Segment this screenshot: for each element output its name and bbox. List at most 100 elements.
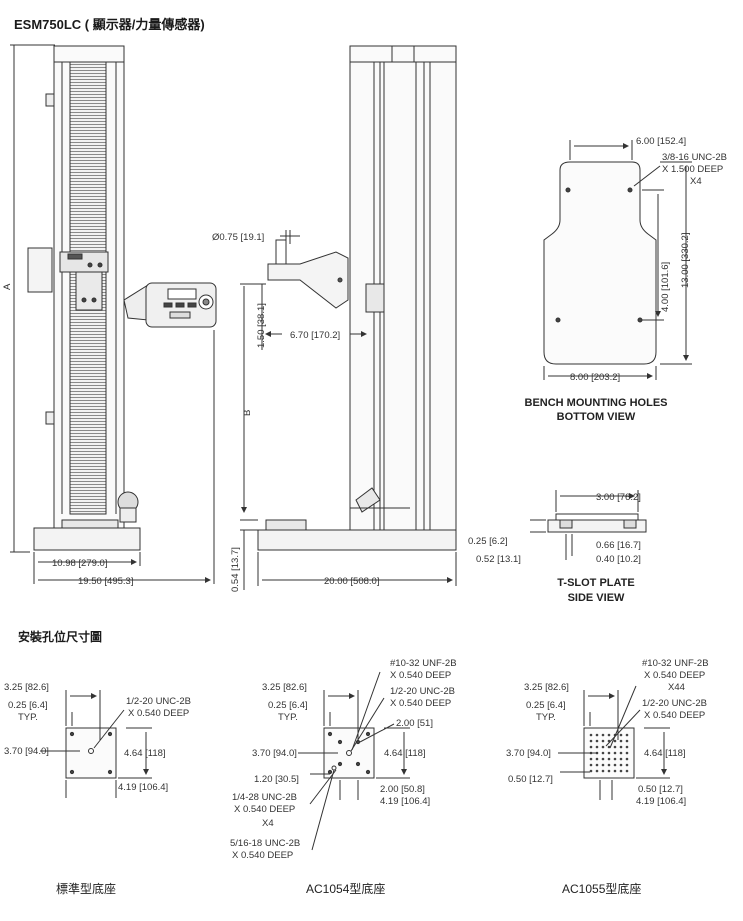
side-crosshead [365, 283, 385, 313]
dim-total-depth: 19.50 [495.3] [78, 576, 133, 587]
ac54-thread1-2: X 0.540 DEEP [390, 670, 451, 681]
tslot-caption-2: SIDE VIEW [568, 592, 625, 604]
tslot-width: 3.00 [76.2] [596, 492, 641, 503]
dim-top-width: 6.00 [152.4] [636, 136, 686, 147]
load-cell-mount [75, 271, 103, 311]
grid-hole [625, 757, 629, 761]
grid-hole [601, 733, 605, 737]
bottom-caption-1: BENCH MOUNTING HOLES [525, 397, 668, 409]
grid-hole [613, 769, 617, 773]
ac55-dim-typ-2: TYP. [536, 712, 556, 723]
ac54-thread3-3: X4 [262, 818, 274, 829]
grid-hole [607, 733, 611, 737]
side-bracket [27, 247, 53, 293]
grid-hole [619, 745, 623, 749]
ac54-dim-side: 3.70 [94.0] [252, 748, 297, 759]
grid-hole [595, 769, 599, 773]
dim-arm: 6.70 [170.2] [290, 330, 340, 341]
ac54-thread4-2: X 0.540 DEEP [232, 850, 293, 861]
ac54-thread4-1: 5/16-18 UNC-2B [230, 838, 300, 849]
front-view [10, 44, 217, 584]
std-dim-typ-2: TYP. [18, 712, 38, 723]
side-hook-arm [267, 251, 349, 309]
grid-hole [601, 757, 605, 761]
tslot-dim-b: 0.66 [16.7] [596, 540, 641, 551]
label-a: A [2, 283, 13, 290]
std-thread-2: X 0.540 DEEP [128, 708, 189, 719]
stand-base [33, 527, 141, 551]
ac54-thread3-2: X 0.540 DEEP [234, 804, 295, 815]
ac54-dim-top: 3.25 [82.6] [262, 682, 307, 693]
grid-hole [595, 733, 599, 737]
ac55-dim-side: 3.70 [94.0] [506, 748, 551, 759]
std-dim-typ-1: 0.25 [6.4] [8, 700, 48, 711]
ac55-dim-top: 3.25 [82.6] [524, 682, 569, 693]
section-title: 安裝孔位尺寸圖 [18, 630, 103, 644]
grid-hole [589, 745, 593, 749]
ac55-dim-bottom: 4.19 [106.4] [636, 796, 686, 807]
base-outline [543, 161, 657, 365]
grid-hole [589, 763, 593, 767]
grid-hole [595, 739, 599, 743]
grid-hole [607, 763, 611, 767]
side-view [240, 45, 457, 590]
ac55-dim-right: 4.64 [118] [644, 748, 686, 759]
grid-hole [619, 769, 623, 773]
label-b: B [242, 410, 253, 416]
dim-base-width: 20.00 [508.0] [324, 576, 379, 587]
crosshead [59, 251, 109, 273]
grid-hole [613, 763, 617, 767]
grid-hole [607, 757, 611, 761]
grid-hole [589, 733, 593, 737]
ac54-dim-left-low: 1.20 [30.5] [254, 774, 299, 785]
grid-hole [625, 763, 629, 767]
ac54-thread2-2: X 0.540 DEEP [390, 698, 451, 709]
ac55-thread2-1: 1/2-20 UNC-2B [642, 698, 707, 709]
grid-hole [619, 751, 623, 755]
tslot-plate-side [265, 519, 307, 531]
grid-hole [613, 757, 617, 761]
bottom-view [543, 140, 692, 380]
label-ac1055-base: AC1055型底座 [562, 882, 642, 896]
grid-hole [619, 739, 623, 743]
ac54-dim-inner2: 2.00 [50.8] [380, 784, 425, 795]
grid-hole [613, 739, 617, 743]
side-base [257, 529, 457, 551]
dim-hole-span: 4.00 [101.6] [660, 262, 671, 312]
label-ac1054-base: AC1054型底座 [306, 882, 386, 896]
grid-hole [625, 769, 629, 773]
dim-base-depth: 10.98 [279.0] [52, 558, 107, 569]
grid-hole [589, 739, 593, 743]
grid-hole [613, 745, 617, 749]
dim-length: 13.00 [330.2] [680, 233, 691, 288]
base-ac1055-drawing [558, 685, 670, 800]
ac55-thread1-2: X 0.540 DEEP [644, 670, 705, 681]
grid-hole [619, 757, 623, 761]
tslot-dim-a: 0.25 [6.2] [468, 536, 508, 547]
std-dim-bottom: 4.19 [106.4] [118, 782, 168, 793]
grid-hole [613, 751, 617, 755]
tslot-view [530, 490, 647, 560]
base-ac1054-drawing [298, 671, 410, 851]
thread-note-3: X4 [690, 176, 702, 187]
bottom-caption-2: BOTTOM VIEW [557, 411, 636, 423]
ac54-dim-bottom: 4.19 [106.4] [380, 796, 430, 807]
label-standard-base: 標準型底座 [56, 882, 117, 896]
grid-hole [607, 751, 611, 755]
tslot-caption-1: T-SLOT PLATE [557, 577, 634, 589]
ac54-dim-typ-1: 0.25 [6.4] [268, 700, 308, 711]
std-dim-top: 3.25 [82.6] [4, 682, 49, 693]
grid-hole [619, 763, 623, 767]
dim-diameter: Ø0.75 [19.1] [212, 232, 264, 243]
display-mount-arm [123, 284, 149, 321]
std-dim-right: 4.64 [118] [124, 748, 166, 759]
grid-hole [601, 751, 605, 755]
grid-hole [601, 739, 605, 743]
ac55-dim-left-low: 0.50 [12.7] [508, 774, 553, 785]
base-standard-drawing [40, 690, 152, 798]
grid-hole [589, 769, 593, 773]
std-thread-1: 1/2-20 UNC-2B [126, 696, 191, 707]
grid-hole [625, 733, 629, 737]
grid-hole [619, 733, 623, 737]
